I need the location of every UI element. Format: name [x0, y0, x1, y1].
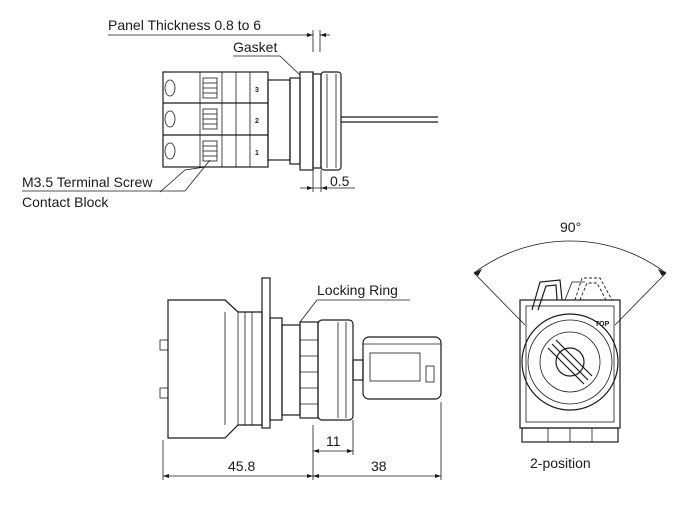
terminal-number-2: 2: [255, 118, 259, 125]
dim-key-length: 38: [371, 458, 387, 474]
top-view: Panel Thickness 0.8 to 6 Gasket 3 2 1: [22, 17, 438, 210]
contact-block-label: Contact Block: [22, 194, 109, 210]
locking-ring-label: Locking Ring: [317, 282, 398, 298]
panel-thickness-label: Panel Thickness 0.8 to 6: [108, 17, 261, 33]
gasket-label: Gasket: [233, 39, 277, 55]
dim-ring-depth: 11: [326, 433, 341, 449]
terminal-number-3: 3: [255, 87, 259, 94]
top-mark: TOP: [595, 321, 610, 328]
terminal-number-1: 1: [255, 150, 259, 157]
front-view: 90° TOP 2-position: [473, 219, 667, 471]
side-view: Locking Ring 45.8 38 11: [159, 277, 442, 480]
position-label: 2-position: [530, 455, 591, 471]
angle-label: 90°: [560, 219, 581, 235]
terminal-screw-label: M3.5 Terminal Screw: [22, 174, 153, 190]
dim-body-length: 45.8: [228, 458, 255, 474]
dim-top-gap: 0.5: [330, 173, 350, 189]
